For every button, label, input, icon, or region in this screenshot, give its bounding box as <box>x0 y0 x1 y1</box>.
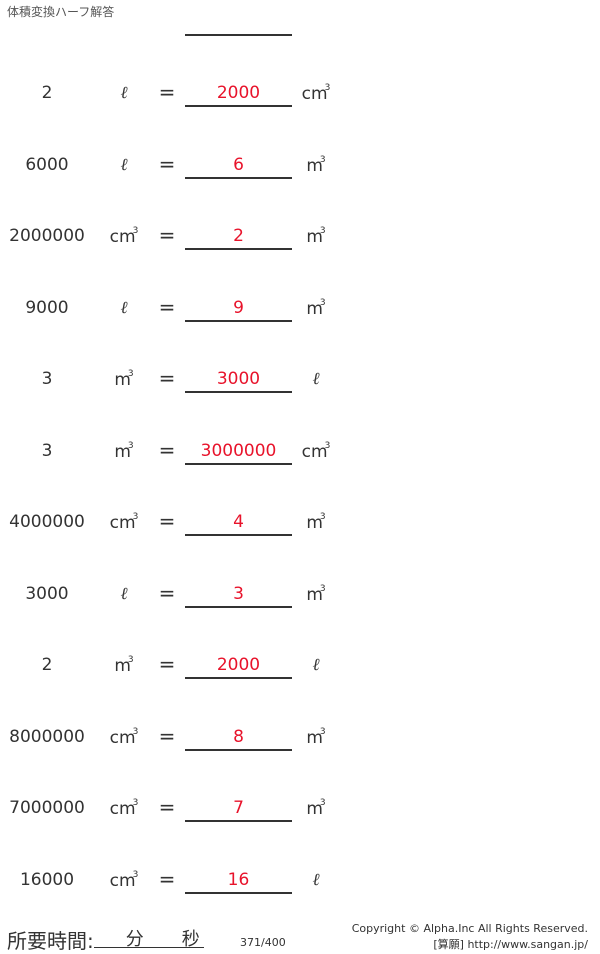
to-unit: m3 <box>306 726 326 748</box>
example-answer-line <box>185 34 292 36</box>
from-unit: cm3 <box>109 726 139 748</box>
from-unit: ℓ <box>120 154 128 175</box>
seconds-label: 秒 <box>181 929 200 950</box>
problem-value: 3 <box>41 369 53 389</box>
problem-row: 3000 ℓ = 3 m3 <box>0 581 600 611</box>
problem-value: 6000 <box>25 154 69 175</box>
equals-sign: = <box>158 580 176 605</box>
to-unit: m3 <box>306 226 326 247</box>
problem-row: 16000 cm3 = 16 ℓ <box>0 867 600 897</box>
problem-value: 4000000 <box>9 512 85 532</box>
problem-row: 2 m3 = 2000 ℓ <box>0 652 600 682</box>
problem-row: 3 m3 = 3000000 cm3 <box>0 438 600 468</box>
problem-row: 8000000 cm3 = 8 m3 <box>0 724 600 754</box>
problem-value: 9000 <box>25 297 69 318</box>
equals-sign: = <box>158 151 176 176</box>
from-unit: cm3 <box>109 226 139 247</box>
problem-value: 16000 <box>19 869 75 890</box>
equals-sign: = <box>158 437 176 462</box>
problem-value: 2 <box>41 83 53 103</box>
answer: 2 <box>185 226 292 250</box>
answer: 2000 <box>185 83 292 107</box>
page-number: 371/400 <box>240 936 286 949</box>
from-unit: cm3 <box>109 512 139 533</box>
to-unit: m3 <box>306 297 326 319</box>
equals-sign: = <box>158 795 176 819</box>
from-unit: cm3 <box>109 798 139 819</box>
problem-row: 6000 ℓ = 6 m3 <box>0 152 600 182</box>
to-unit: ℓ <box>312 869 320 890</box>
minutes-label: 分 <box>125 929 144 950</box>
site-link[interactable]: [算願] http://www.sangan.jp/ <box>433 938 588 951</box>
answer: 8 <box>185 727 292 751</box>
copyright-block: Copyright © Alpha.Inc All Rights Reserve… <box>352 921 588 953</box>
worksheet-title: 体積変換ハーフ解答 <box>7 5 115 19</box>
time-label: 所要時間: <box>7 929 94 953</box>
from-unit: ℓ <box>120 583 128 604</box>
equals-sign: = <box>158 366 176 390</box>
problem-row: 2000000 cm3 = 2 m3 <box>0 223 600 253</box>
equals-sign: = <box>158 866 176 891</box>
problem-value: 2000000 <box>9 226 85 246</box>
equals-sign: = <box>158 652 176 676</box>
from-unit: ℓ <box>120 297 128 318</box>
problem-row: 4000000 cm3 = 4 m3 <box>0 509 600 539</box>
to-unit: ℓ <box>312 369 320 389</box>
equals-sign: = <box>158 223 176 247</box>
time-taken: 所要時間:分秒 <box>7 925 204 954</box>
from-unit: m3 <box>114 655 134 676</box>
answer: 6 <box>185 155 292 179</box>
problem-value: 2 <box>41 655 53 675</box>
answer: 3 <box>185 584 292 608</box>
answer: 16 <box>185 870 292 894</box>
problem-row: 2 ℓ = 2000 cm3 <box>0 80 600 110</box>
from-unit: cm3 <box>109 869 139 891</box>
equals-sign: = <box>158 723 176 748</box>
problem-value: 3000 <box>25 583 69 604</box>
from-unit: ℓ <box>120 83 128 103</box>
from-unit: m3 <box>114 369 134 390</box>
problem-row: 9000 ℓ = 9 m3 <box>0 295 600 325</box>
answer: 3000 <box>185 369 292 393</box>
to-unit: m3 <box>306 583 326 605</box>
answer: 2000 <box>185 655 292 679</box>
answer: 4 <box>185 512 292 536</box>
equals-sign: = <box>158 80 176 104</box>
to-unit: cm3 <box>301 440 331 462</box>
problem-value: 8000000 <box>9 726 85 747</box>
problem-row: 3 m3 = 3000 ℓ <box>0 366 600 396</box>
copyright: Copyright © Alpha.Inc All Rights Reserve… <box>351 922 588 935</box>
to-unit: m3 <box>306 798 326 819</box>
to-unit: m3 <box>306 512 326 533</box>
from-unit: m3 <box>114 440 134 462</box>
answer: 3000000 <box>185 441 292 465</box>
equals-sign: = <box>158 294 176 319</box>
to-unit: cm3 <box>301 83 331 104</box>
equals-sign: = <box>158 509 176 533</box>
problem-value: 3 <box>41 440 53 461</box>
to-unit: ℓ <box>312 655 320 675</box>
answer: 7 <box>185 798 292 822</box>
time-input-line: 分秒 <box>93 925 204 950</box>
to-unit: m3 <box>306 154 326 176</box>
problem-row: 7000000 cm3 = 7 m3 <box>0 795 600 825</box>
problem-value: 7000000 <box>9 798 85 818</box>
answer: 9 <box>185 298 292 322</box>
